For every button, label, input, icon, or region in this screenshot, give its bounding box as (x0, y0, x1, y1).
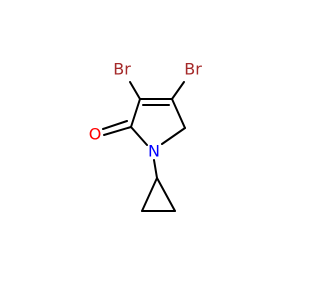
bond-c3-c2 (130, 98, 141, 128)
atom-label-br-right: Br (184, 60, 202, 79)
atom-label-nitrogen: N (148, 142, 160, 161)
bond-c2-n (130, 126, 148, 146)
bond-c4-c5 (171, 98, 186, 129)
bond-c5-n (161, 127, 186, 145)
molecule-structure: Br Br O N (89, 60, 202, 212)
atom-label-br-left: Br (113, 60, 131, 79)
bond-c2-o-double (102, 120, 128, 130)
atom-label-oxygen: O (89, 125, 102, 144)
bond-group (102, 81, 186, 212)
bond-cyclopropyl-3 (156, 177, 176, 212)
bond-cyclopropyl-1 (141, 177, 158, 212)
bond-c4-br (171, 81, 185, 100)
bond-n-cyclopropyl (153, 159, 158, 179)
bond-c2-o (103, 126, 132, 136)
bond-c3-br (129, 81, 141, 100)
